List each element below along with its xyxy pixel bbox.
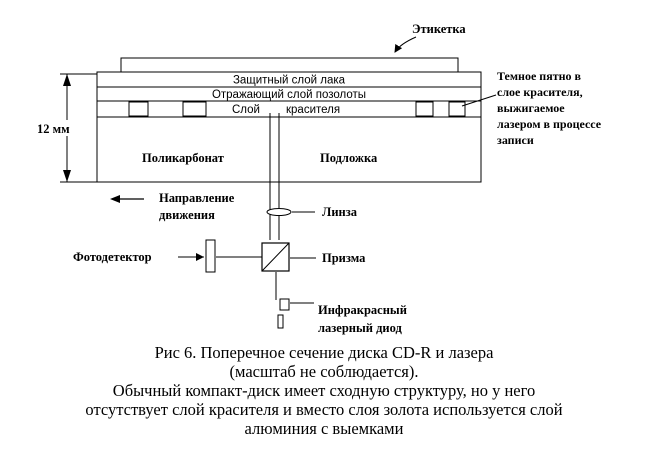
dark-spot-label-line: лазером в процессе <box>497 117 602 131</box>
label-etiketka: Этикетка <box>412 22 466 36</box>
laser-diode-label-line: лазерный диод <box>318 321 402 335</box>
caption-line-5: алюминия с выемками <box>244 419 404 438</box>
dark-spot-label: Темное пятно в слое красителя, выжигаемо… <box>497 69 604 147</box>
laser-diode-shape <box>279 298 290 311</box>
caption-line-3: Обычный компакт-диск имеет сходную струк… <box>112 381 536 400</box>
lens-label: Линза <box>322 205 358 219</box>
prism-diagonal <box>261 242 290 272</box>
dark-spot-label-line: записи <box>497 133 534 147</box>
thickness-label-bg <box>34 120 84 136</box>
laser-diode-label: Инфракрасный лазерный диод <box>318 303 410 335</box>
direction-arrow-head <box>110 195 120 203</box>
caption-line-1: Рис 6. Поперечное сечение диска CD-R и л… <box>154 343 494 362</box>
dye-layer-label-part2: красителя <box>286 104 340 116</box>
photodetector-shape <box>205 239 216 273</box>
direction-label: Направление движения <box>159 191 237 222</box>
dark-spot-label-line: Темное пятно в <box>497 69 582 83</box>
lens-shape <box>266 208 292 216</box>
prism-label: Призма <box>322 251 366 265</box>
etiketka-pointer-arrow <box>394 36 417 53</box>
thickness-label: 12 мм <box>37 122 70 136</box>
substrate-label: Подложка <box>320 151 378 165</box>
laser-diode-label-line: Инфракрасный <box>318 303 407 317</box>
dye-layer-dark-spots <box>128 101 466 117</box>
dark-spot <box>182 101 207 117</box>
thickness-arrow-bottom <box>63 170 71 182</box>
thickness-arrow-top <box>63 74 71 86</box>
figure-caption: Рис 6. Поперечное сечение диска CD-R и л… <box>0 343 648 438</box>
protective-layer-label: Защитный слой лака <box>233 75 346 87</box>
dark-spot <box>128 101 149 117</box>
label-layer <box>120 57 459 73</box>
photodetector-arrow-head <box>196 253 204 261</box>
photodetector-label: Фотодетектор <box>73 250 152 264</box>
polycarbonate-substrate <box>96 116 482 183</box>
dark-spot <box>415 101 434 117</box>
laser-diode-base <box>277 314 284 329</box>
dark-spot <box>448 101 466 117</box>
dark-spot-pointer-line <box>461 94 497 107</box>
caption-line-4: отсутствует слой красителя и вместо слоя… <box>85 400 563 419</box>
reflective-layer-label: Отражающий слой позолоты <box>212 89 366 101</box>
dye-layer-label-part1: Слой <box>232 104 260 116</box>
polycarbonate-label: Поликарбонат <box>142 151 224 165</box>
direction-label-line: Направление <box>159 191 235 205</box>
dark-spot-label-line: выжигаемое <box>497 101 565 115</box>
dark-spot-label-line: слое красителя, <box>497 85 583 99</box>
direction-label-line: движения <box>159 208 215 222</box>
caption-line-2: (масштаб не соблюдается). <box>229 362 419 381</box>
